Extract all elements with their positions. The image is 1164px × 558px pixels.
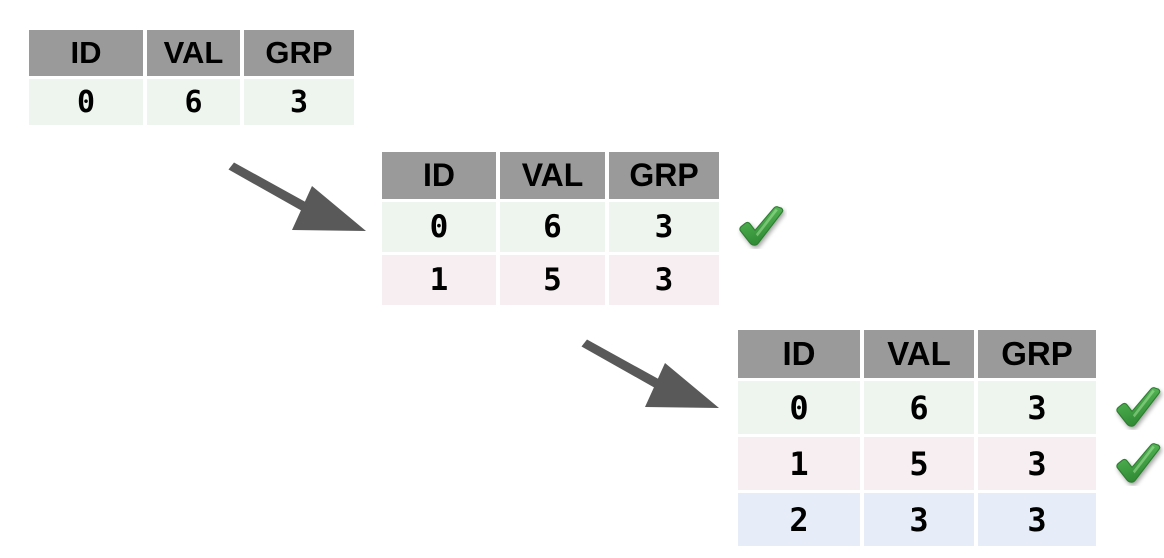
row-check-icon [737,205,787,249]
arrow-step-2-to-3 [578,337,730,423]
table-cell-val: 3 [864,493,974,546]
column-header-grp: GRP [244,30,354,76]
column-header-id: ID [29,30,143,76]
column-header-id: ID [382,152,496,199]
table-cell-grp: 3 [978,381,1096,434]
column-header-id: ID [738,330,860,378]
column-header-grp: GRP [609,152,719,199]
table-cell-id: 1 [738,437,860,490]
row-check-icon [1114,386,1164,430]
table-cell-grp: 3 [609,255,719,305]
arrow-step-1-to-2 [225,160,377,246]
table-cell-grp: 3 [609,202,719,252]
table-cell-id: 1 [382,255,496,305]
table-cell-val: 6 [147,79,240,125]
column-header-val: VAL [500,152,605,199]
table-cell-id: 2 [738,493,860,546]
column-header-grp: GRP [978,330,1096,378]
table-cell-id: 0 [738,381,860,434]
row-check-icon [1114,442,1164,486]
column-header-val: VAL [864,330,974,378]
table-cell-id: 0 [382,202,496,252]
table-cell-val: 5 [500,255,605,305]
column-header-val: VAL [147,30,240,76]
table-cell-grp: 3 [978,437,1096,490]
table-cell-val: 5 [864,437,974,490]
table-cell-val: 6 [500,202,605,252]
table-cell-grp: 3 [244,79,354,125]
table-cell-id: 0 [29,79,143,125]
table-cell-val: 6 [864,381,974,434]
table-cell-grp: 3 [978,493,1096,546]
